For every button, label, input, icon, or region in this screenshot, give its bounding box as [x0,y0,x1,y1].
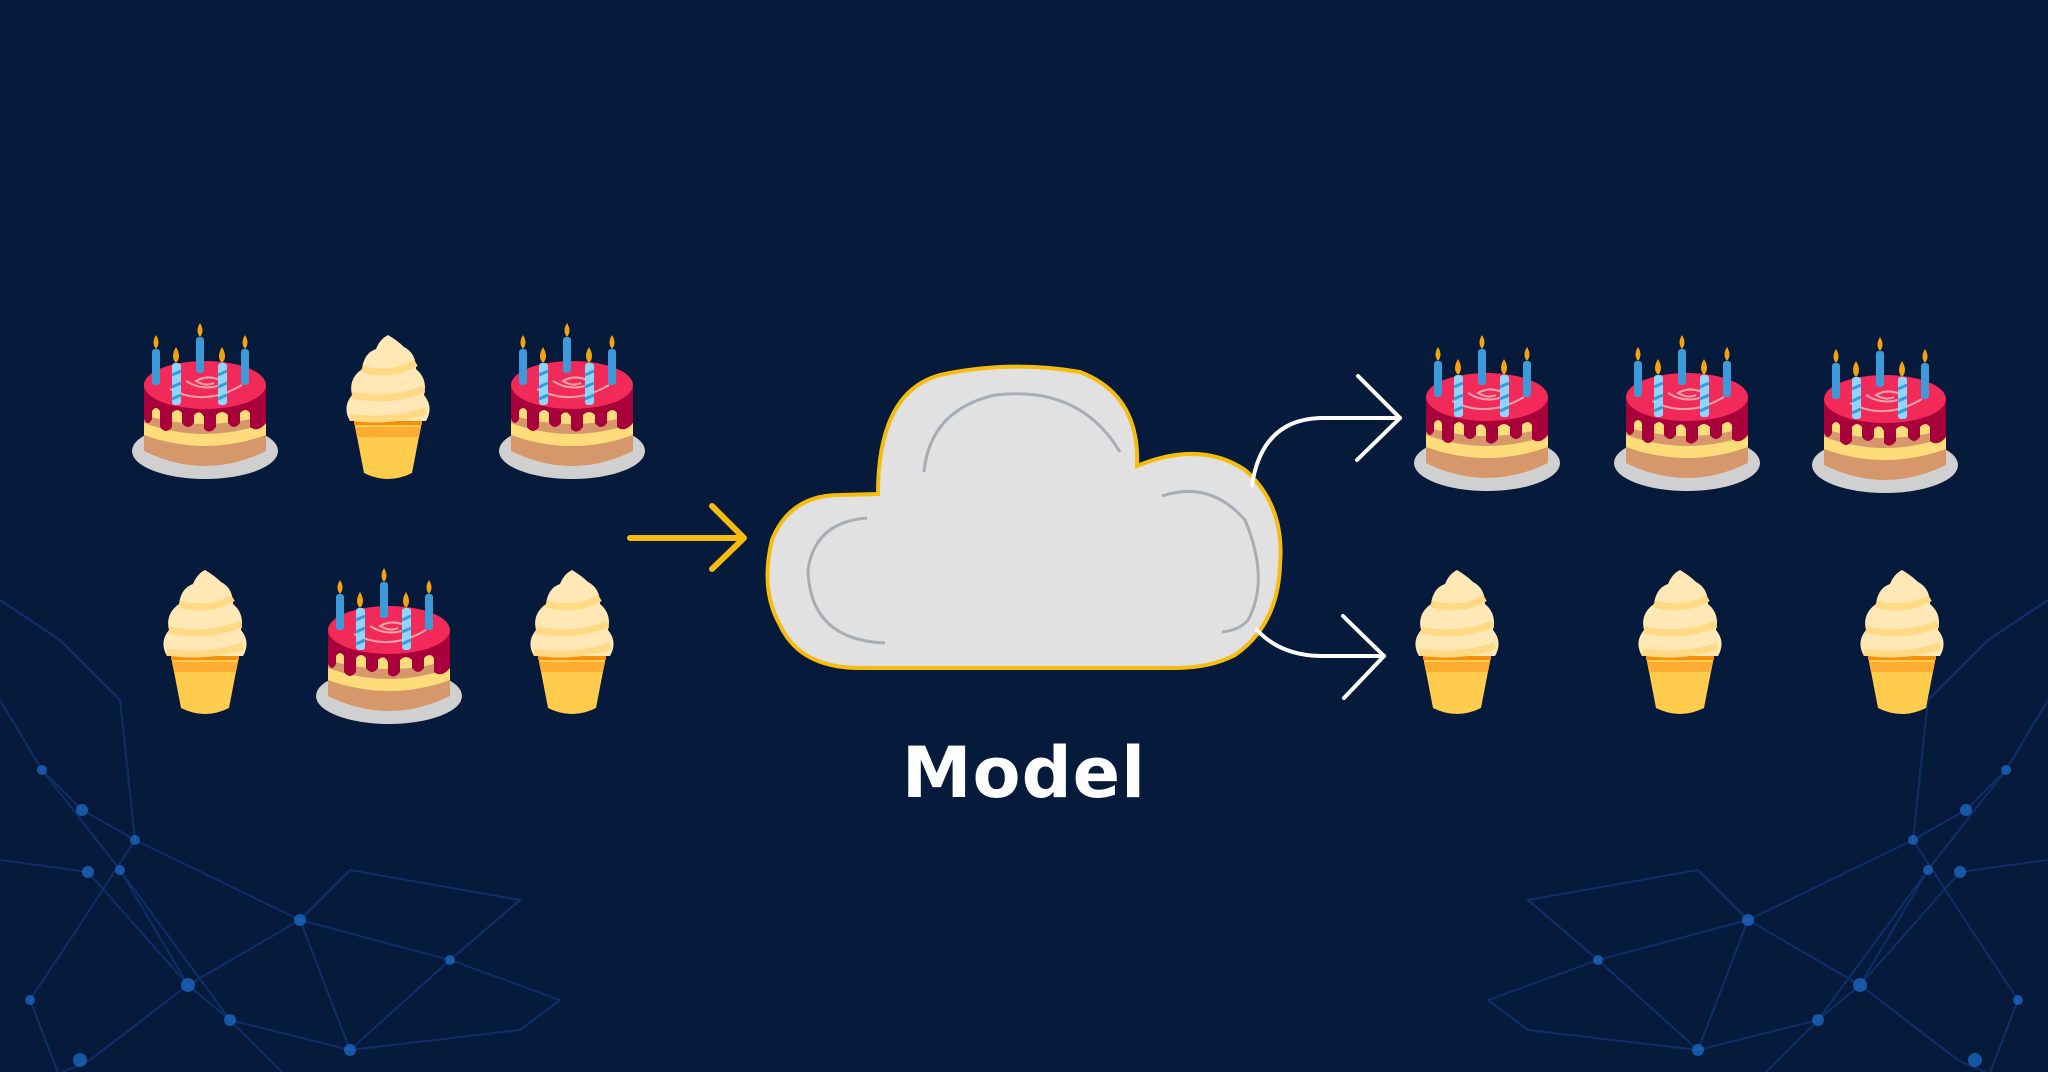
output-icecream-icon [1411,568,1503,716]
output-cake-icon [1612,335,1762,495]
input-arrow-icon [627,503,747,572]
output-icecream-icon [1634,568,1726,716]
output-arrow-cake-icon [1250,374,1402,487]
model-label: Model [901,732,1147,814]
cloud-icon [765,364,1283,670]
output-cake-icon [1412,335,1562,495]
output-icecream-icon [1856,568,1948,716]
output-arrow-icecream-icon [1255,614,1386,700]
output-cake-icon [1810,337,1960,497]
